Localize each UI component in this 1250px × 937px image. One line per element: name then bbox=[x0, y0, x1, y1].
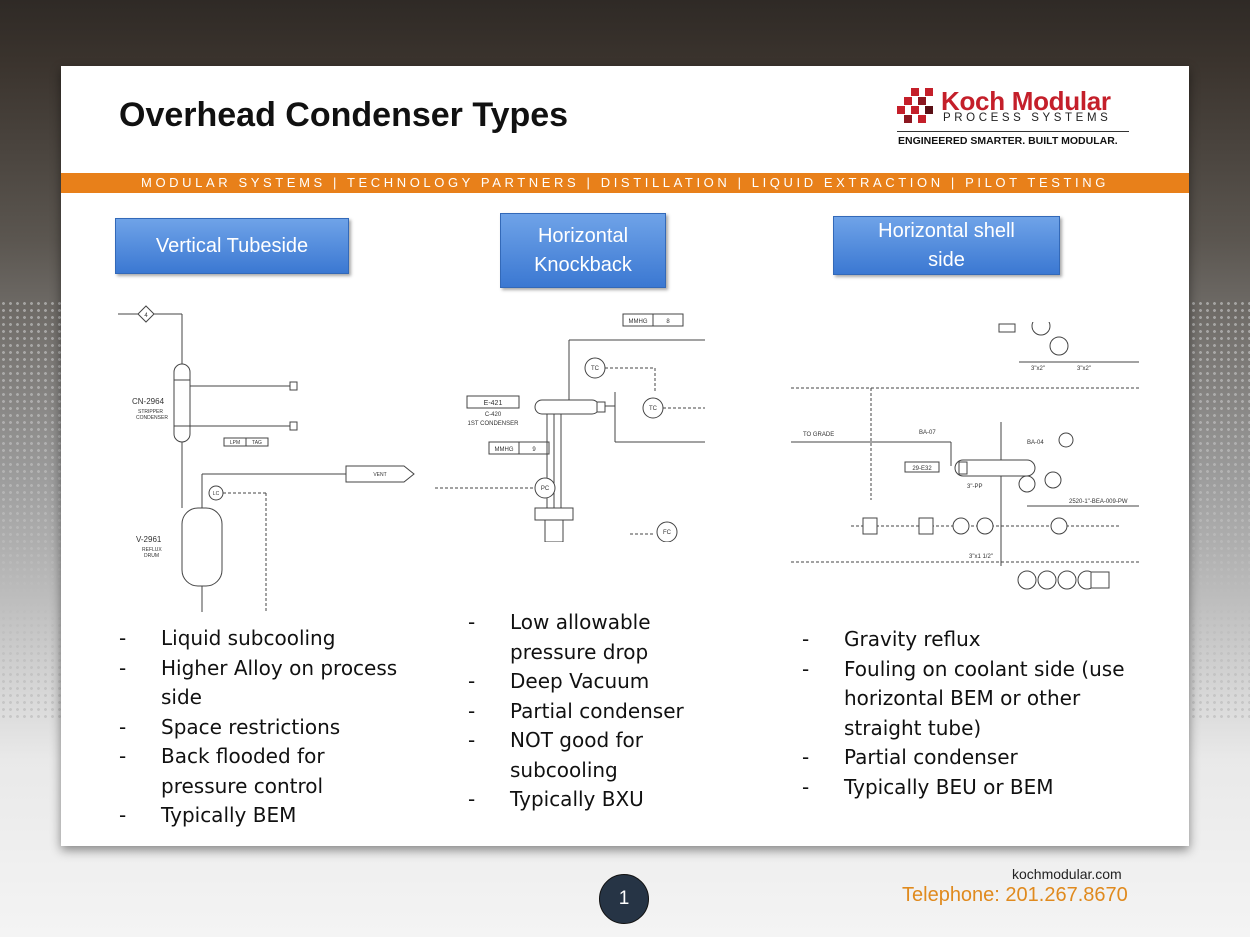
diagram-label: MMHG bbox=[495, 447, 514, 453]
company-logo: Koch Modular PROCESS SYSTEMS ENGINEERED … bbox=[897, 86, 1129, 150]
diagram-label: VENT bbox=[373, 472, 386, 478]
diagram-label: 3"x2" bbox=[1077, 366, 1091, 372]
list-item: Partial condenser bbox=[468, 697, 708, 727]
bullet-list-vertical-tubeside: Liquid subcooling Higher Alloy on proces… bbox=[119, 624, 409, 831]
diagram-label: 3"x2" bbox=[1031, 366, 1045, 372]
diagram-label: TC bbox=[649, 406, 658, 412]
diagram-label: 8 bbox=[666, 319, 670, 325]
heading-horizontal-knockback[interactable]: Horizontal Knockback bbox=[500, 213, 666, 288]
list-item: Typically BEU or BEM bbox=[802, 773, 1132, 803]
diagram-label: TC bbox=[591, 366, 600, 372]
diagram-label: PC bbox=[541, 486, 550, 492]
telephone-text: Telephone: 201.267.8670 bbox=[902, 884, 1128, 906]
list-item: Fouling on coolant side (use horizontal … bbox=[802, 655, 1132, 744]
horizontal-shell-side-diagram: 3"x2" 3"x2" TO GRADE BA-07 BA-04 29-E32 … bbox=[791, 322, 1139, 590]
diagram-label: 9 bbox=[532, 447, 536, 453]
page-number-badge: 1 bbox=[599, 874, 649, 924]
diagram-label: 3"x1 1/2" bbox=[969, 554, 993, 560]
diagram-label: STRIPPER bbox=[138, 409, 163, 415]
diagram-label: MMHG bbox=[629, 319, 648, 325]
diagram-label: LPM bbox=[230, 440, 240, 446]
logo-squares-icon bbox=[897, 88, 933, 123]
diagram-label: 1ST CONDENSER bbox=[468, 421, 520, 427]
list-item: Partial condenser bbox=[802, 743, 1132, 773]
logo-name: Koch Modular bbox=[941, 86, 1111, 116]
diagram-label: 29-E32 bbox=[912, 466, 932, 472]
diagram-label: BA-04 bbox=[1027, 440, 1044, 446]
diagram-label: BA-07 bbox=[919, 430, 936, 436]
list-item: Back flooded for pressure control bbox=[119, 742, 409, 801]
logo-divider bbox=[897, 131, 1129, 132]
diagram-label: E-421 bbox=[484, 400, 503, 407]
diagram-label: LC bbox=[213, 491, 220, 497]
heading-horizontal-shell-side[interactable]: Horizontal shell side bbox=[833, 216, 1060, 275]
website-link[interactable]: kochmodular.com bbox=[1012, 866, 1122, 882]
bullet-list-horizontal-knockback: Low allowable pressure drop Deep Vacuum … bbox=[468, 608, 708, 815]
list-item: Low allowable pressure drop bbox=[468, 608, 708, 667]
list-item: Space restrictions bbox=[119, 713, 409, 743]
diagram-label: V-2961 bbox=[136, 535, 162, 544]
diagram-label: CN-2964 bbox=[132, 397, 165, 406]
topic-band: MODULAR SYSTEMS | TECHNOLOGY PARTNERS | … bbox=[61, 173, 1189, 193]
horizontal-knockback-diagram: MMHG 8 TC TC E-421 C-420 1ST CONDENSER M… bbox=[435, 313, 705, 542]
diagram-label: TO GRADE bbox=[803, 432, 834, 438]
diagram-label: REFLUX bbox=[142, 547, 162, 553]
list-item: Typically BXU bbox=[468, 785, 708, 815]
slide-title: Overhead Condenser Types bbox=[119, 96, 569, 134]
bullet-list-horizontal-shell-side: Gravity reflux Fouling on coolant side (… bbox=[802, 625, 1132, 802]
list-item: Liquid subcooling bbox=[119, 624, 409, 654]
heading-vertical-tubeside[interactable]: Vertical Tubeside bbox=[115, 218, 349, 274]
slide: Overhead Condenser Types Koch Modular PR… bbox=[61, 66, 1189, 846]
list-item: Deep Vacuum bbox=[468, 667, 708, 697]
diagram-label: FC bbox=[663, 530, 672, 536]
logo-tagline: ENGINEERED SMARTER. BUILT MODULAR. bbox=[898, 135, 1118, 147]
diagram-label: 2520-1"-BEA-009-PW bbox=[1069, 499, 1128, 505]
list-item: Typically BEM bbox=[119, 801, 409, 831]
list-item: Gravity reflux bbox=[802, 625, 1132, 655]
diagram-label: C-420 bbox=[485, 412, 502, 418]
logo-subtitle: PROCESS SYSTEMS bbox=[943, 112, 1112, 124]
list-item: NOT good for subcooling bbox=[468, 726, 708, 785]
list-item: Higher Alloy on process side bbox=[119, 654, 409, 713]
diagram-label: TAG bbox=[252, 440, 262, 446]
diagram-label: CONDENSER bbox=[136, 415, 168, 421]
diagram-label: 4 bbox=[144, 313, 148, 319]
diagram-label: 3"-PP bbox=[967, 484, 982, 490]
vertical-tubeside-diagram: 4 LPM TAG CN-2964 STRIPPER CONDENSER VEN… bbox=[118, 305, 415, 612]
diagram-label: DRUM bbox=[144, 553, 159, 559]
